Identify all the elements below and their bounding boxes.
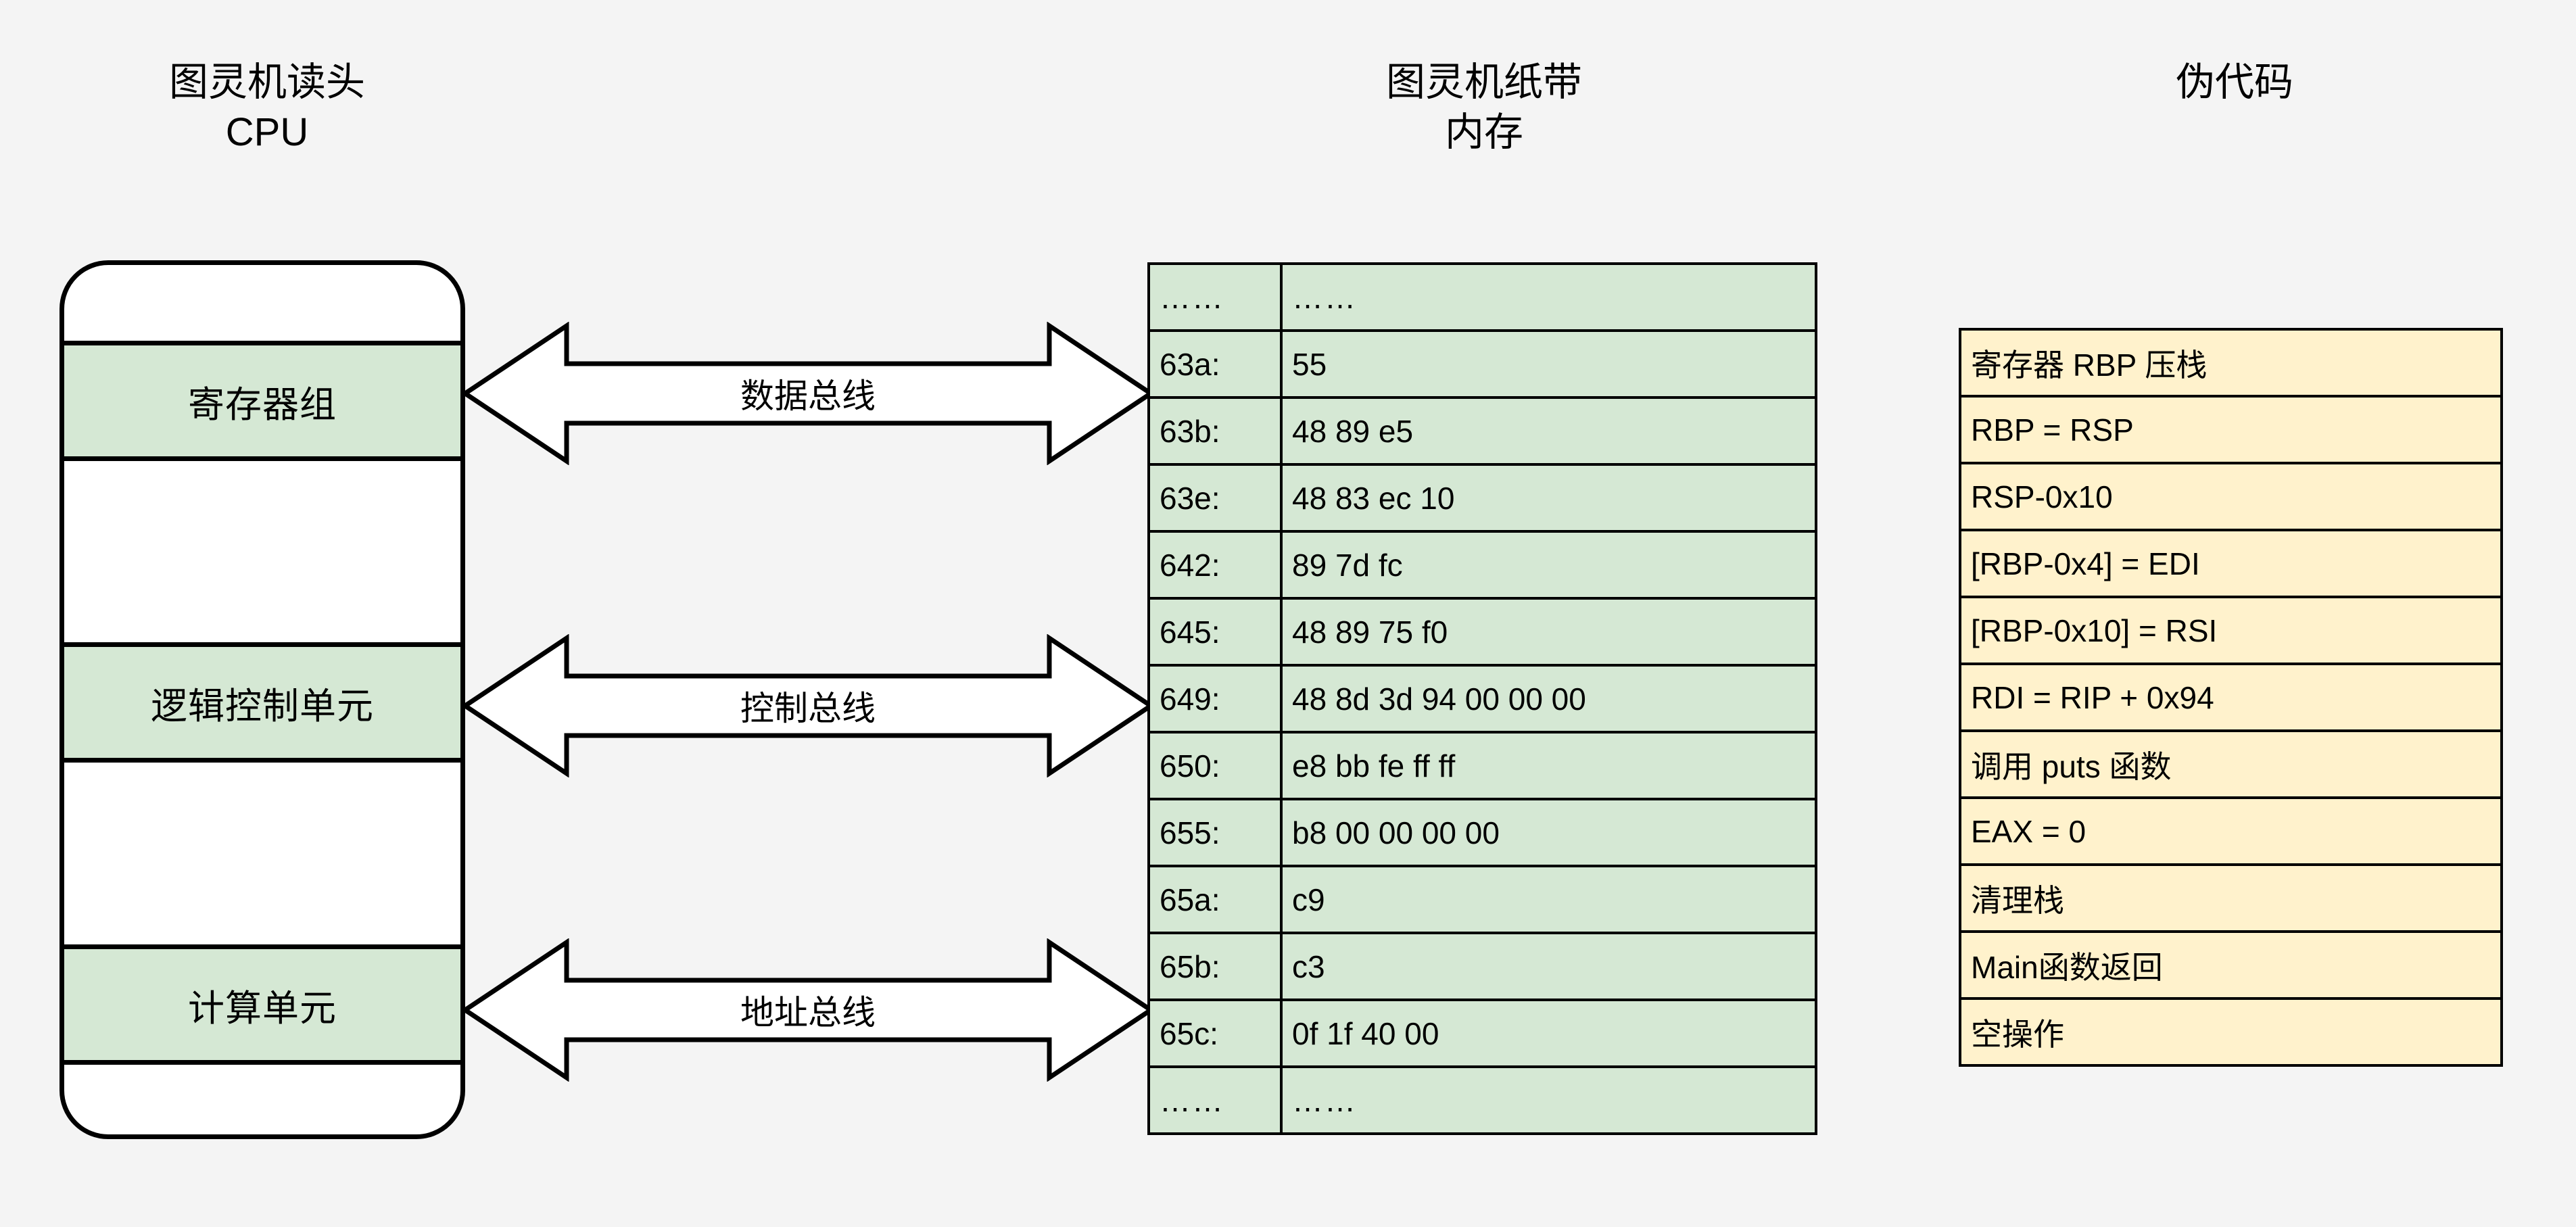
pseudocode-cell: [RBP-0x10] = RSI [1959, 596, 2503, 665]
memory-address-cell: 649: [1147, 664, 1283, 733]
pseudocode-cell: RBP = RSP [1959, 395, 2503, 464]
pseudocode-cell: 调用 puts 函数 [1959, 729, 2503, 799]
pseudocode-column-header: 伪代码 [1961, 57, 2508, 107]
memory-bytes-cell: 0f 1f 40 00 [1280, 999, 1817, 1068]
memory-bytes-cell: c3 [1280, 932, 1817, 1001]
memory-row: 642:89 7d fc [1147, 530, 1817, 600]
double-arrow-icon [465, 634, 1151, 777]
pseudocode-row: 清理栈 [1959, 863, 2503, 933]
pseudocode-row: Main函数返回 [1959, 930, 2503, 1000]
cpu-band-control-unit: 逻辑控制单元 [64, 642, 460, 763]
memory-row: 63e:48 83 ec 10 [1147, 463, 1817, 533]
memory-bytes-cell: 48 8d 3d 94 00 00 00 [1280, 664, 1817, 733]
memory-row: 65a:c9 [1147, 865, 1817, 934]
cpu-header-line2: CPU [225, 110, 309, 155]
memory-row: 650:e8 bb fe ff ff [1147, 731, 1817, 800]
memory-address-cell: 63a: [1147, 329, 1283, 399]
cpu-band-control-label: 逻辑控制单元 [151, 685, 374, 727]
double-arrow-icon [465, 938, 1151, 1082]
memory-address-cell: …… [1147, 1065, 1283, 1135]
cpu-band-alu-label: 计算单元 [188, 988, 337, 1029]
memory-bytes-cell: 55 [1280, 329, 1817, 399]
cpu-band-registers: 寄存器组 [64, 341, 460, 461]
cpu-band-alu: 计算单元 [64, 944, 460, 1065]
memory-row: ………… [1147, 262, 1817, 332]
double-arrow-icon [465, 322, 1151, 465]
memory-row: ………… [1147, 1065, 1817, 1135]
memory-address-cell: 655: [1147, 798, 1283, 867]
memory-bytes-cell: 48 89 75 f0 [1280, 597, 1817, 667]
memory-header-line1: 图灵机纸带 [1385, 60, 1582, 104]
cpu-box: 寄存器组 逻辑控制单元 计算单元 [59, 260, 465, 1139]
pseudocode-row: EAX = 0 [1959, 796, 2503, 866]
memory-row: 63a:55 [1147, 329, 1817, 399]
cpu-column-header: 图灵机读头 CPU [0, 57, 534, 158]
pseudocode-row: RSP-0x10 [1959, 462, 2503, 531]
memory-bytes-cell: 89 7d fc [1280, 530, 1817, 600]
memory-row: 65c:0f 1f 40 00 [1147, 999, 1817, 1068]
memory-row: 63b:48 89 e5 [1147, 396, 1817, 466]
pseudocode-row: RDI = RIP + 0x94 [1959, 663, 2503, 732]
pseudocode-cell: 清理栈 [1959, 863, 2503, 933]
pseudocode-cell: RDI = RIP + 0x94 [1959, 663, 2503, 732]
pseudocode-row: [RBP-0x10] = RSI [1959, 596, 2503, 665]
memory-address-cell: 645: [1147, 597, 1283, 667]
pseudocode-cell: [RBP-0x4] = EDI [1959, 529, 2503, 598]
memory-address-cell: 650: [1147, 731, 1283, 800]
memory-row: 645:48 89 75 f0 [1147, 597, 1817, 667]
memory-address-cell: 642: [1147, 530, 1283, 600]
memory-address-cell: …… [1147, 262, 1283, 332]
memory-bytes-cell: b8 00 00 00 00 [1280, 798, 1817, 867]
memory-row: 65b:c3 [1147, 932, 1817, 1001]
cpu-header-line1: 图灵机读头 [168, 60, 365, 104]
memory-column-header: 图灵机纸带 内存 [1149, 57, 1819, 158]
pseudocode-cell: EAX = 0 [1959, 796, 2503, 866]
cpu-band-registers-label: 寄存器组 [188, 384, 337, 425]
pseudocode-row: [RBP-0x4] = EDI [1959, 529, 2503, 598]
pseudocode-cell: 寄存器 RBP 压栈 [1959, 328, 2503, 398]
control-bus-arrow: 控制总线 [465, 634, 1151, 777]
memory-bytes-cell: 48 89 e5 [1280, 396, 1817, 466]
data-bus-arrow: 数据总线 [465, 322, 1151, 465]
pseudocode-cell: Main函数返回 [1959, 930, 2503, 1000]
memory-address-cell: 63b: [1147, 396, 1283, 466]
pseudocode-row: 寄存器 RBP 压栈 [1959, 328, 2503, 398]
memory-bytes-cell: e8 bb fe ff ff [1280, 731, 1817, 800]
address-bus-arrow: 地址总线 [465, 938, 1151, 1082]
memory-row: 649:48 8d 3d 94 00 00 00 [1147, 664, 1817, 733]
pseudocode-row: 调用 puts 函数 [1959, 729, 2503, 799]
memory-bytes-cell: …… [1280, 1065, 1817, 1135]
pseudocode-header-line1: 伪代码 [2175, 60, 2293, 104]
memory-address-cell: 63e: [1147, 463, 1283, 533]
memory-address-cell: 65b: [1147, 932, 1283, 1001]
pseudocode-cell: 空操作 [1959, 997, 2503, 1067]
pseudocode-row: 空操作 [1959, 997, 2503, 1067]
pseudocode-cell: RSP-0x10 [1959, 462, 2503, 531]
memory-header-line2: 内存 [1444, 110, 1523, 155]
memory-row: 655:b8 00 00 00 00 [1147, 798, 1817, 867]
pseudocode-row: RBP = RSP [1959, 395, 2503, 464]
memory-address-cell: 65a: [1147, 865, 1283, 934]
memory-bytes-cell: …… [1280, 262, 1817, 332]
memory-bytes-cell: c9 [1280, 865, 1817, 934]
memory-bytes-cell: 48 83 ec 10 [1280, 463, 1817, 533]
memory-address-cell: 65c: [1147, 999, 1283, 1068]
